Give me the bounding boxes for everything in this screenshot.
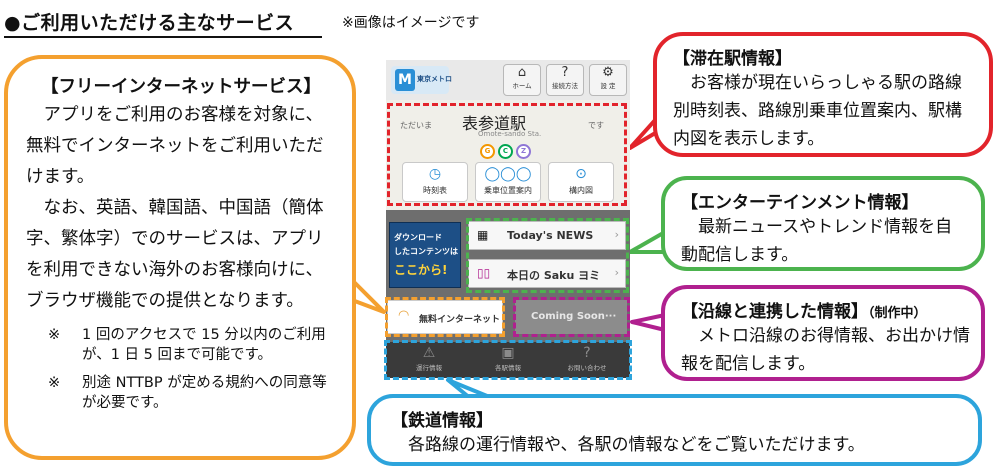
connection-help-label: 接続方法 xyxy=(552,82,578,90)
footnote-mark: ※ xyxy=(48,375,61,391)
footnote-mark: ※ xyxy=(48,327,61,343)
free-internet-footnote-1: ※ 1 回のアクセスで 15 分以内のご利用が、1 日 5 回まで可能です。 xyxy=(26,325,336,365)
download-banner-line-1: ダウンロード xyxy=(394,233,442,242)
railway-body: 各路線の運行情報や、各駅の情報などをご覧いただけます。 xyxy=(408,435,865,455)
free-internet-highlight xyxy=(385,297,505,337)
station-info-tab[interactable]: ▣ 各駅情報 xyxy=(468,344,548,376)
entertainment-body: 最新ニュースやトレンド情報を自動配信します。 xyxy=(681,217,953,265)
station-info-callout: 【滞在駅情報】 お客様が現在いらっしゃる駅の路線別時刻表、路線別乗車位置案内、駅… xyxy=(653,32,993,157)
route-collab-highlight xyxy=(513,297,630,337)
free-internet-title: 【フリーインターネットサービス】 xyxy=(41,77,321,97)
route-collab-callout: 【沿線と連携した情報】（制作中） メトロ沿線のお得情報、お出かけ情報を配信します… xyxy=(661,285,985,381)
saku-yomi-label: 本日の Saku ヨミ xyxy=(507,269,601,282)
wifi-icon: ◠ xyxy=(398,308,410,323)
metro-logo-icon: M xyxy=(395,69,415,91)
page-heading: ●ご利用いただける主なサービス xyxy=(4,12,295,34)
free-internet-button[interactable] xyxy=(387,300,503,334)
railway-title: 【鉄道情報】 xyxy=(391,411,493,431)
station-name-roman: Omote-sando Sta. xyxy=(478,130,542,138)
line-badge-c: C xyxy=(498,144,513,159)
saku-yomi-item[interactable]: ▯▯ 本日の Saku ヨミ › xyxy=(468,259,626,288)
station-info-body: お客様が現在いらっしゃる駅の路線別時刻表、路線別乗車位置案内、駅構内図を表示しま… xyxy=(673,73,962,149)
free-internet-callout: 【フリーインターネットサービス】 アプリをご利用のお客様を対象に、無料でインター… xyxy=(4,55,356,460)
connection-help-button[interactable]: ? 接続方法 xyxy=(546,64,584,96)
free-internet-paragraph-2: なお、英語、韓国語、中国語（簡体字、繁体字）でのサービスは、アプリを利用できない… xyxy=(26,198,324,311)
question-icon: ? xyxy=(583,345,591,361)
book-icon: ▯▯ xyxy=(477,266,491,280)
station-prefix: ただいま xyxy=(400,121,432,130)
station-map-label: 構内図 xyxy=(569,186,593,195)
download-banner-line-3: ここから! xyxy=(394,263,448,277)
railway-info-highlight xyxy=(384,340,632,380)
film-icon: ▦ xyxy=(477,228,489,242)
timetable-button[interactable]: ◷ 時刻表 xyxy=(402,162,468,202)
route-collab-title: 【沿線と連携した情報】 xyxy=(681,302,868,322)
image-note: ※画像はイメージです xyxy=(342,15,480,31)
footnote-text: 1 回のアクセスで 15 分以内のご利用が、1 日 5 回まで可能です。 xyxy=(82,327,326,363)
boarding-position-button[interactable]: ◯◯◯ 乗車位置案内 xyxy=(475,162,541,202)
warning-icon: ⚠ xyxy=(422,345,436,361)
gear-icon: ⚙ xyxy=(602,65,614,80)
coming-soon-button[interactable] xyxy=(515,300,627,334)
coming-soon-label: Coming Soon··· xyxy=(531,311,617,322)
train-icon: ▣ xyxy=(501,345,515,361)
chevron-right-icon: › xyxy=(614,228,619,241)
settings-button-label: 設 定 xyxy=(600,82,616,90)
bottom-navigation xyxy=(386,342,630,378)
line-badge-g: G xyxy=(480,144,495,159)
station-info-tab-label: 各駅情報 xyxy=(495,364,521,372)
station-info-highlight xyxy=(387,103,627,206)
app-logo-text: 東京メトロ xyxy=(417,75,452,83)
contact-tab[interactable]: ? お問い合わせ xyxy=(547,344,627,376)
timetable-label: 時刻表 xyxy=(423,186,447,195)
heading-underline xyxy=(4,36,322,38)
entertainment-highlight xyxy=(466,218,629,293)
station-info-title: 【滞在駅情報】 xyxy=(673,49,792,69)
route-collab-body: メトロ沿線のお得情報、お出かけ情報を配信します。 xyxy=(681,326,970,374)
download-banner-line-2: したコンテンツは xyxy=(394,247,458,256)
route-collab-title-note: （制作中） xyxy=(868,306,927,321)
boarding-position-label: 乗車位置案内 xyxy=(484,186,532,195)
clock-icon: ◷ xyxy=(428,166,442,182)
free-internet-paragraph-1: アプリをご利用のお客様を対象に、無料でインターネットをご利用いただけます。 xyxy=(26,105,324,187)
footnote-text: 別途 NTTBP が定める規約への同意等が必要です。 xyxy=(82,375,327,411)
todays-news-item[interactable]: ▦ Today's NEWS › xyxy=(468,221,626,250)
entertainment-callout: 【エンターテインメント情報】 最新ニュースやトレンド情報を自動配信します。 xyxy=(661,176,985,271)
operation-info-label: 運行情報 xyxy=(416,364,442,372)
station-name: 表参道駅 xyxy=(462,114,527,133)
downloaded-content-banner[interactable] xyxy=(389,222,461,288)
house-icon: ⌂ xyxy=(517,65,527,80)
settings-button[interactable]: ⚙ 設 定 xyxy=(589,64,627,96)
home-button-label: ホーム xyxy=(512,82,532,90)
question-icon: ? xyxy=(561,65,569,80)
chevron-right-icon: › xyxy=(614,266,619,279)
railway-callout: 【鉄道情報】 各路線の運行情報や、各駅の情報などをご覧いただけます。 xyxy=(367,394,982,466)
map-pin-icon: ⊙ xyxy=(575,166,587,182)
train-cars-icon: ◯◯◯ xyxy=(484,166,532,182)
route-collab-title-row: 【沿線と連携した情報】（制作中） xyxy=(681,297,971,322)
contact-tab-label: お問い合わせ xyxy=(567,364,607,372)
station-map-button[interactable]: ⊙ 構内図 xyxy=(548,162,614,202)
line-badge-z: Z xyxy=(516,144,531,159)
home-button[interactable]: ⌂ ホーム xyxy=(503,64,541,96)
operation-info-tab[interactable]: ⚠ 運行情報 xyxy=(389,344,469,376)
free-internet-description: アプリをご利用のお客様を対象に、無料でインターネットをご利用いただけます。 なお… xyxy=(26,100,336,317)
station-suffix: です xyxy=(588,121,604,130)
todays-news-label: Today's NEWS xyxy=(507,229,594,242)
entertainment-title: 【エンターテインメント情報】 xyxy=(681,193,919,213)
free-internet-footnote-2: ※ 別途 NTTBP が定める規約への同意等が必要です。 xyxy=(26,373,336,413)
free-internet-button-label: 無料インターネット xyxy=(419,315,501,325)
